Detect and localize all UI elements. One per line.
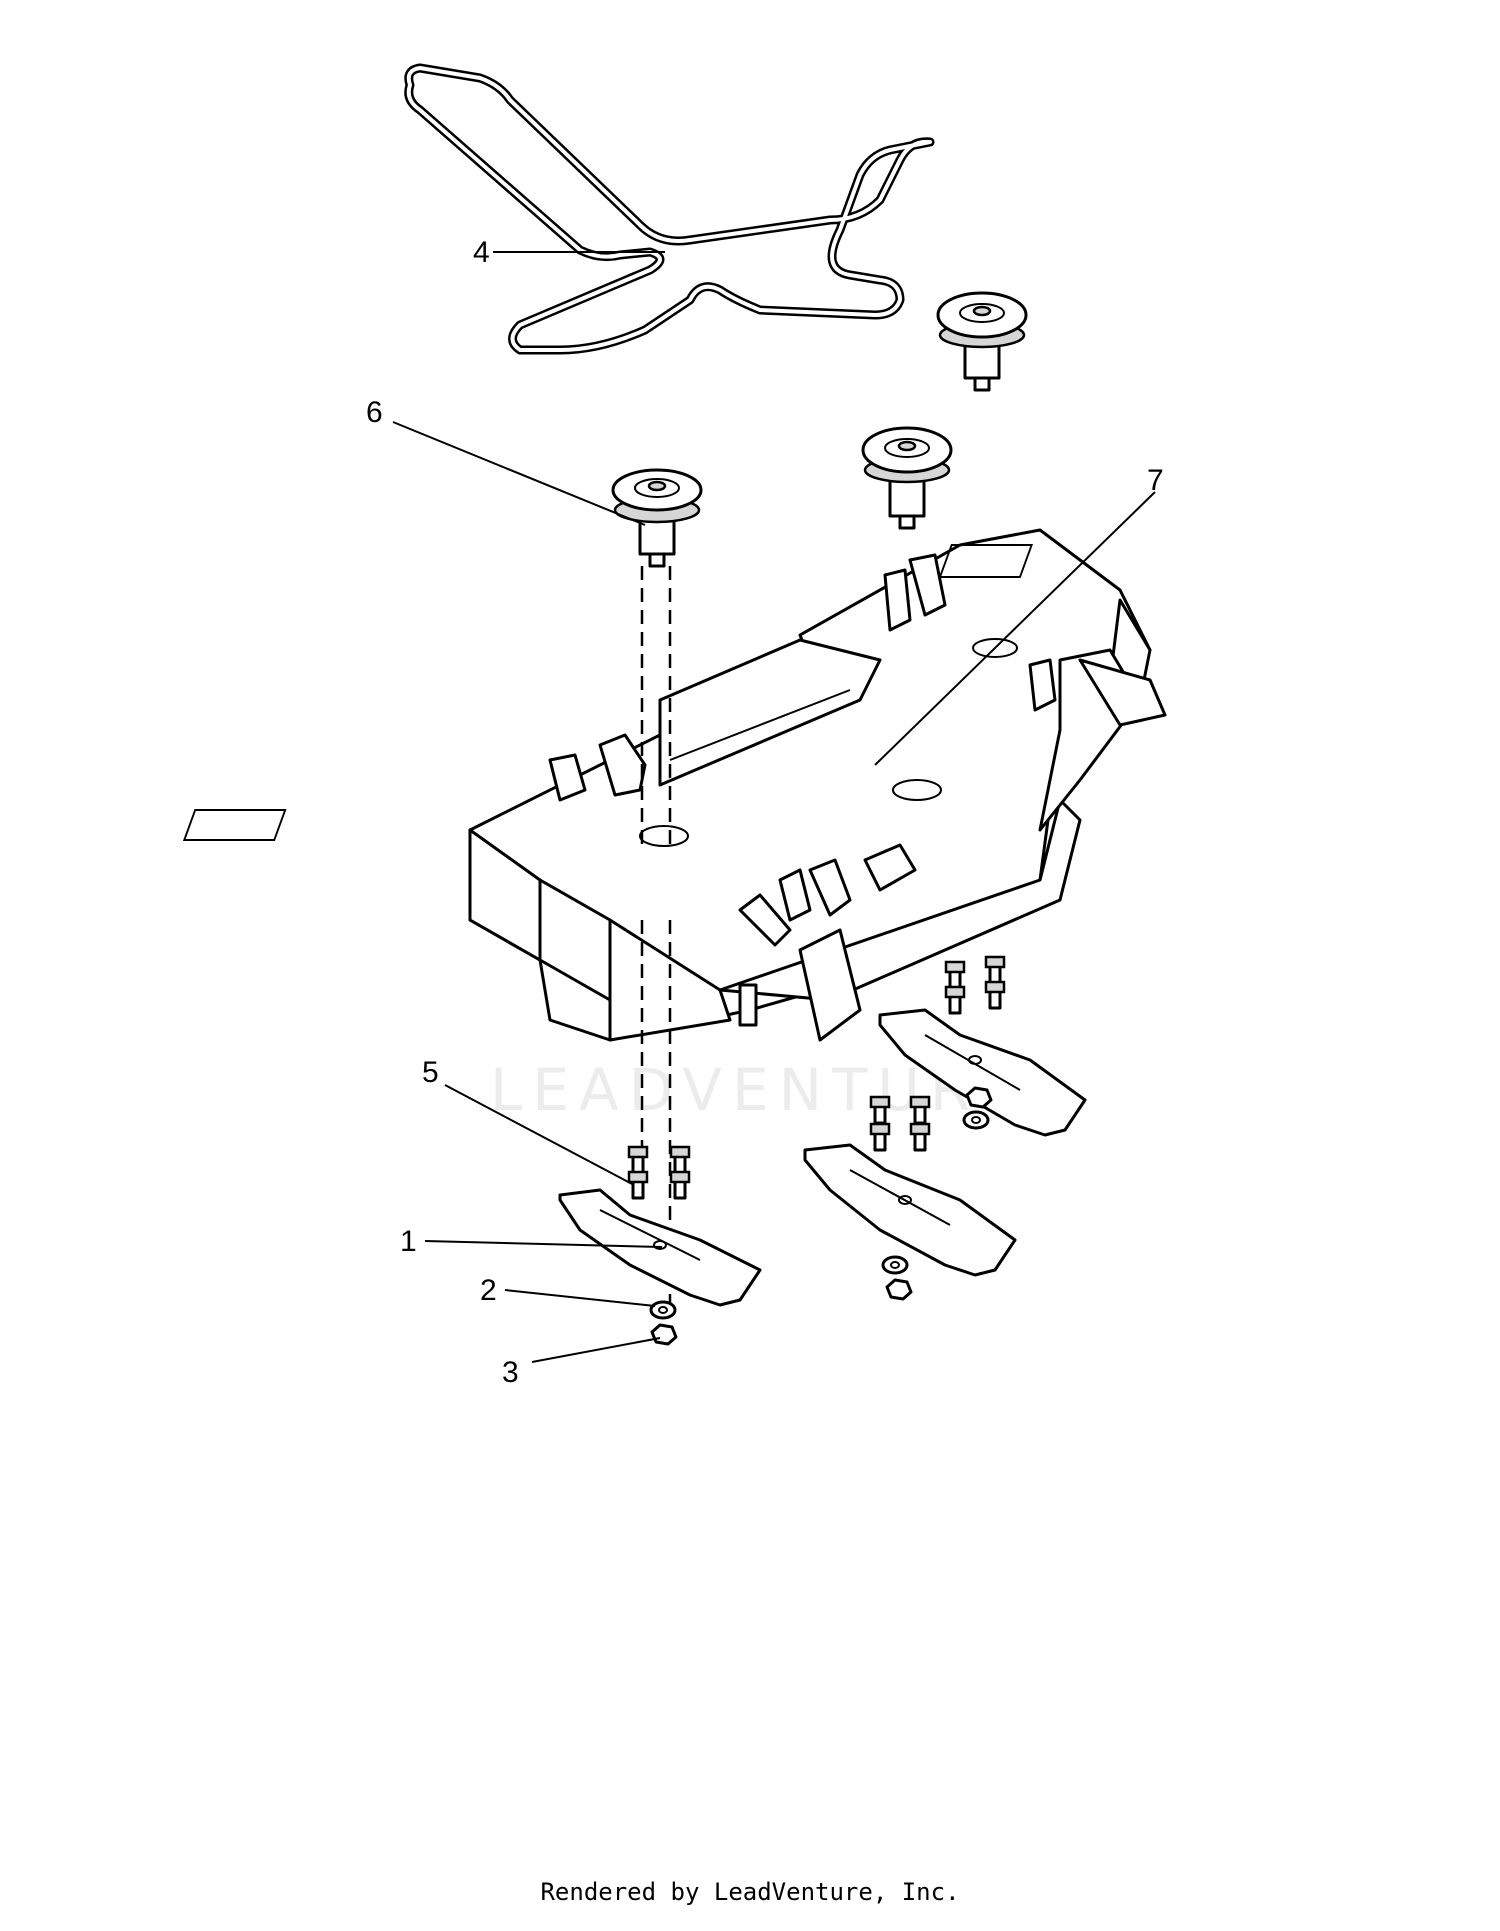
mower-deck[interactable] xyxy=(182,528,1167,1042)
blade-nuts[interactable] xyxy=(650,1086,993,1346)
leader-lines xyxy=(392,251,1156,1363)
spindle-assembly-left[interactable] xyxy=(611,468,703,568)
callout-6: 6 xyxy=(366,396,383,429)
callout-7: 7 xyxy=(1147,464,1164,497)
callout-3: 3 xyxy=(502,1356,519,1389)
mower-blade-center[interactable] xyxy=(803,1143,1017,1277)
mower-blade-right[interactable] xyxy=(878,1008,1087,1137)
footer-credit: Rendered by LeadVenture, Inc. xyxy=(540,1878,960,1906)
callout-4: 4 xyxy=(473,236,490,269)
callout-5: 5 xyxy=(422,1056,439,1089)
spindle-assembly-right[interactable] xyxy=(936,291,1028,392)
callouts: 4 6 7 5 1 2 3 xyxy=(366,236,1164,1389)
spindle-assembly-center[interactable] xyxy=(861,426,953,530)
blade-washers[interactable] xyxy=(649,1110,990,1320)
spindle-bolts[interactable] xyxy=(627,955,1006,1200)
drive-belt[interactable] xyxy=(404,63,935,355)
callout-2: 2 xyxy=(480,1274,497,1307)
callout-1: 1 xyxy=(400,1225,417,1258)
